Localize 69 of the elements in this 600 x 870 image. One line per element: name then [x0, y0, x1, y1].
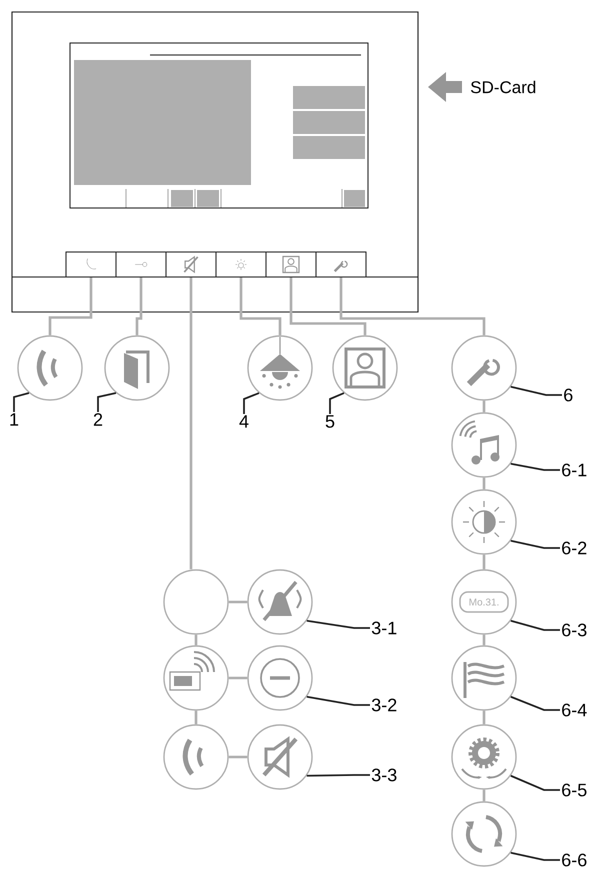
menu-button — [316, 252, 366, 278]
connector-line — [290, 278, 366, 336]
menu-circle — [163, 569, 229, 635]
menu-circle — [247, 645, 313, 711]
connector-line — [228, 600, 248, 604]
callout-number: 6-3 — [562, 624, 586, 636]
callout-number: 3-1 — [372, 622, 396, 634]
menu-button — [166, 252, 216, 278]
connector-line — [482, 554, 486, 570]
leader-line — [510, 774, 560, 791]
leader-line — [97, 392, 116, 412]
leader-line — [306, 774, 370, 777]
menu-button — [266, 252, 316, 278]
menu-button — [66, 252, 116, 278]
callout-number: 1 — [10, 413, 18, 426]
menu-circle — [247, 724, 313, 790]
menu-circle — [247, 335, 313, 401]
callout-number: 6 — [564, 388, 572, 402]
menu-circle — [104, 335, 170, 401]
leader-line — [510, 540, 560, 549]
connector-line — [194, 710, 198, 724]
menu-button — [116, 252, 166, 278]
menu-circle — [451, 724, 517, 790]
leader-line — [243, 392, 260, 414]
callout-number: 3-2 — [372, 698, 396, 712]
callout-number: 6-4 — [562, 704, 587, 716]
leader-line — [329, 392, 344, 414]
connector-line — [482, 790, 486, 802]
menu-circle — [17, 335, 83, 401]
leader-line — [510, 696, 560, 711]
connector-line — [240, 278, 282, 336]
connector-line — [340, 278, 486, 336]
callout-number: 3-3 — [372, 768, 396, 782]
leader-line — [510, 462, 560, 471]
leader-line — [510, 620, 560, 631]
connector-line — [482, 710, 486, 724]
menu-circle — [163, 645, 229, 711]
connector-line — [482, 478, 486, 490]
connector-line — [190, 278, 192, 570]
leader-line — [13, 392, 30, 412]
menu-circle — [451, 645, 517, 711]
leader-line — [306, 620, 370, 629]
leader-line — [510, 386, 562, 396]
leader-line — [510, 852, 560, 861]
connector-line — [482, 400, 486, 412]
callout-number: 6-5 — [562, 784, 586, 796]
connector-line — [228, 756, 248, 758]
callout-number: 6-2 — [562, 542, 586, 554]
menu-circle — [451, 335, 517, 401]
menu-circle — [247, 569, 313, 635]
connector-line — [136, 278, 142, 336]
callout-number: 5 — [326, 415, 334, 428]
menu-circle — [451, 489, 517, 555]
callout-number: 6-6 — [562, 854, 586, 866]
leader-line — [306, 696, 370, 706]
intercom-device — [11, 11, 419, 313]
menu-circle — [451, 801, 517, 867]
menu-circle — [332, 335, 398, 401]
menu-button — [216, 252, 266, 278]
callout-number: 6-1 — [562, 464, 586, 476]
menu-circle — [451, 412, 517, 478]
connector-line — [482, 634, 486, 646]
callout-number: 4 — [239, 415, 248, 428]
callout-number: 2 — [94, 413, 102, 426]
connector-line — [48, 278, 92, 336]
label-text: SD-Card — [470, 80, 536, 94]
menu-circle — [163, 724, 229, 790]
connector-line — [228, 676, 248, 680]
connector-line — [194, 634, 198, 646]
